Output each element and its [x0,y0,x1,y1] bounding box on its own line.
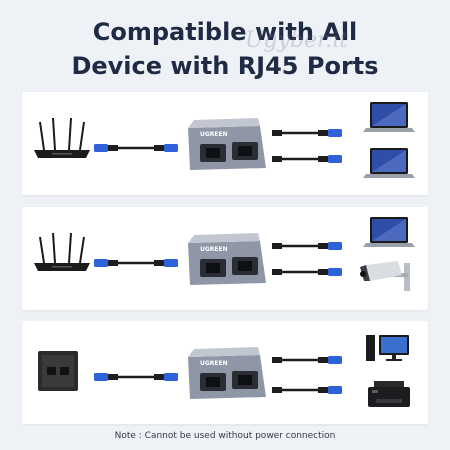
power-note: Note : Cannot be used without power conn… [114,431,336,441]
ethernet-cable-input [94,144,178,152]
scenario-panel-wall-socket-pc-printer: UGREEN [22,321,428,424]
scenario-panel-router-laptop-camera: UGREEN [22,207,428,310]
rj45-splitter-device: UGREEN [188,118,266,170]
laptop-icon [363,217,415,247]
ethernet-cable-output-2 [272,155,342,163]
rj45-splitter-device: UGREEN [188,233,266,285]
laptop-icon [363,148,415,178]
wall-socket-icon [38,351,78,391]
headline-line-1: Compatible with All [92,18,358,46]
router-icon [34,117,90,158]
ethernet-cable-output-1 [272,129,342,137]
ethernet-cable-output-2 [272,268,342,276]
ethernet-cable-input [94,373,178,381]
printer-icon [368,381,410,407]
svg-text:UGREEN: UGREEN [200,246,228,253]
scenario-illustration: UGREEN [34,217,415,291]
ethernet-cable-output-1 [272,356,342,364]
router-icon [34,232,90,271]
scenario-illustration: UGREEN [38,335,410,407]
svg-text:UGREEN: UGREEN [200,360,228,367]
security-camera-icon [360,261,410,291]
desktop-pc-icon [366,335,409,361]
watermark-logo: Ugyber.it [245,28,349,53]
headline-line-2: Device with RJ45 Ports [71,52,379,80]
svg-text:UGREEN: UGREEN [200,131,228,138]
scenario-panel-router-two-laptops: UGREEN [22,92,428,195]
rj45-splitter-device: UGREEN [188,347,266,399]
ethernet-cable-input [94,259,178,267]
scenario-illustration: UGREEN [34,102,415,178]
ethernet-cable-output-2 [272,386,342,394]
laptop-icon [363,102,415,132]
ethernet-cable-output-1 [272,242,342,250]
